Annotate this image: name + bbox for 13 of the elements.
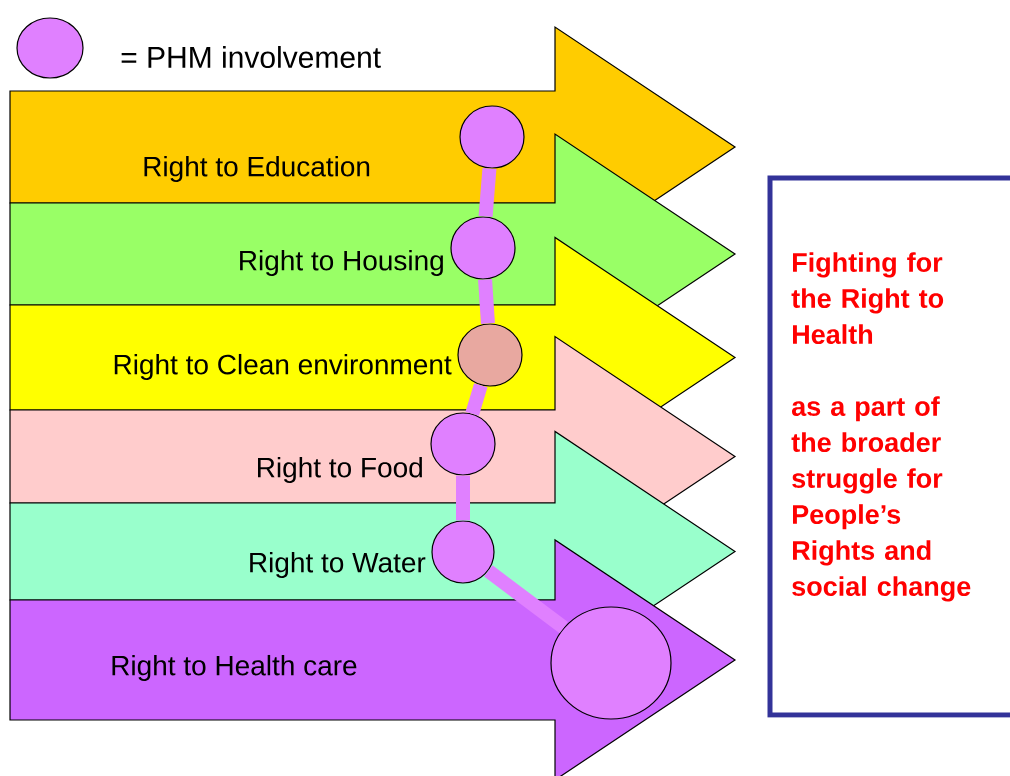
text-box: Fighting for the Right to Health as a part of the broader struggle for People’s Rights and social change <box>767 175 1010 718</box>
connector <box>484 565 568 634</box>
connector <box>478 167 497 218</box>
legend-text: = PHM involvement <box>121 46 381 68</box>
connector <box>456 475 470 521</box>
circle-marker <box>459 105 525 169</box>
circle-marker <box>550 606 672 720</box>
circle-marker <box>457 323 523 387</box>
circle-marker <box>431 520 495 584</box>
circle-marker <box>450 216 516 280</box>
connector <box>478 279 495 324</box>
circle-marker <box>430 412 496 476</box>
connector <box>465 383 488 416</box>
